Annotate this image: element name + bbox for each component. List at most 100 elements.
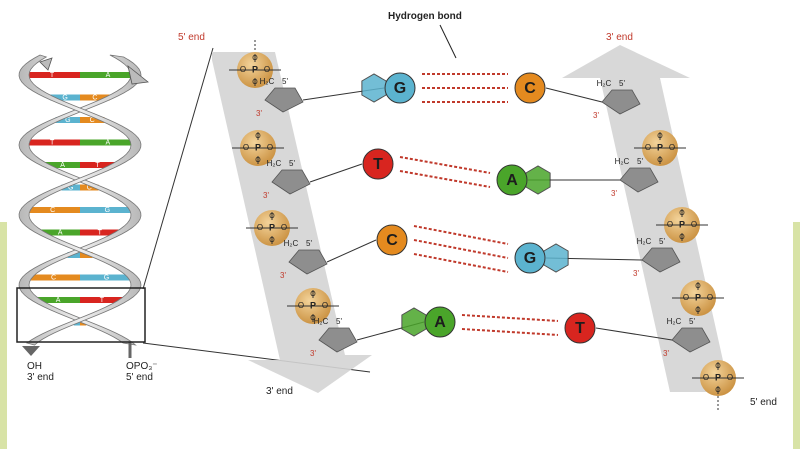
sugar-c3: 3' <box>593 111 599 120</box>
helix-oh-label: OH <box>27 361 42 372</box>
phosphate-o: O <box>679 234 685 241</box>
sugar-ring <box>601 89 641 115</box>
sugar-ring <box>671 327 711 353</box>
base-ring <box>496 164 528 196</box>
base-right: T <box>564 312 596 344</box>
base-letter: A <box>506 172 518 189</box>
base-right: G <box>514 242 569 274</box>
helix-arrow-head-left <box>39 57 53 71</box>
sugar-ring <box>271 169 311 195</box>
hydrogen-bond-line <box>413 225 509 245</box>
base-letter: A <box>434 314 446 331</box>
base-letter: G <box>524 250 536 267</box>
left-strand-bottom-end-label: 3' end <box>266 386 293 397</box>
helix-rung: TA <box>40 229 120 236</box>
phosphate-o: O <box>252 55 258 62</box>
phosphate-p: P <box>252 64 258 74</box>
helix-rung-left-letter: C <box>51 274 56 281</box>
base-left: G <box>361 72 416 104</box>
helix-rung-right-letter: G <box>62 94 67 101</box>
base-ring <box>514 242 546 274</box>
helix-rung-right-letter: A <box>105 139 110 146</box>
helix-rung-left-letter: C <box>87 184 92 191</box>
sugar-ch2: H₂C <box>597 79 612 88</box>
sugar-ch2: H₂C <box>615 157 630 166</box>
hydrogen-bond-line <box>399 156 491 174</box>
phosphate-o: O <box>669 143 675 152</box>
phosphate-p: P <box>679 219 685 229</box>
base-ring-outer <box>401 307 427 337</box>
phosphate-o: O <box>657 157 663 164</box>
phosphate-p: P <box>715 372 721 382</box>
phosphate-p: P <box>310 300 316 310</box>
phosphate-o: O <box>715 363 721 370</box>
base-ring-outer <box>525 165 551 195</box>
phosphate-o: O <box>657 133 663 140</box>
base-right: A <box>496 164 551 196</box>
sugar-ring <box>641 247 681 273</box>
helix-rung-left-letter: T <box>98 229 103 236</box>
base-letter: G <box>394 80 406 97</box>
phosphate-o: O <box>281 223 287 232</box>
phosphate-o: O <box>707 293 713 302</box>
sugar-ch2: H₂C <box>314 317 329 326</box>
helix-rung-right-letter: T <box>95 162 100 169</box>
base-ring-outer <box>543 243 569 273</box>
phosphate-o: O <box>322 301 328 310</box>
helix-rung-right-letter: C <box>90 117 95 124</box>
right-strand-bottom-end-label: 5' end <box>750 397 777 408</box>
glycosidic-bond-right <box>595 327 673 341</box>
sugar-c3: 3' <box>263 191 269 200</box>
sugar-c5: 5' <box>282 77 288 86</box>
phosphate-p: P <box>695 292 701 302</box>
base-letter: T <box>575 320 585 337</box>
phosphate-o: O <box>252 79 258 86</box>
sugar-c5: 5' <box>619 79 625 88</box>
glycosidic-bond-left <box>326 239 377 263</box>
helix-rung-left-letter: A <box>56 297 61 304</box>
base-left: A <box>401 306 456 338</box>
phosphate-o: O <box>243 143 249 152</box>
right-strand-top-end-label: 3' end <box>606 32 633 43</box>
base-ring <box>564 312 596 344</box>
helix-oh-end-label: 3' end <box>27 372 54 383</box>
sugar-c3: 3' <box>633 269 639 278</box>
helix-opo3-label: OPO₃⁻ <box>126 361 158 372</box>
sugar-c3: 3' <box>280 271 286 280</box>
phosphate-o: O <box>310 291 316 298</box>
phosphate-o: O <box>667 220 673 229</box>
helix-rung-left-letter: A <box>60 162 65 169</box>
base-letter: T <box>373 156 383 173</box>
base-right: C <box>514 72 546 104</box>
phosphate-o: O <box>298 301 304 310</box>
helix-rung-left-letter: G <box>105 207 110 214</box>
phosphate-o: O <box>715 387 721 394</box>
helix-rung-left-letter: C <box>92 94 97 101</box>
sugar-ch2: H₂C <box>637 237 652 246</box>
sugar-c5: 5' <box>289 159 295 168</box>
sugar-c3: 3' <box>256 109 262 118</box>
sugar-c5: 5' <box>336 317 342 326</box>
glycosidic-bond-right <box>545 87 603 103</box>
phosphate-o: O <box>269 237 275 244</box>
phosphate-o: O <box>310 315 316 322</box>
base-letter: C <box>524 80 536 97</box>
phosphate-o: O <box>255 133 261 140</box>
helix-rung-right-letter: T <box>100 297 105 304</box>
phosphate-o: O <box>727 373 733 382</box>
sugar-ring <box>318 327 358 353</box>
